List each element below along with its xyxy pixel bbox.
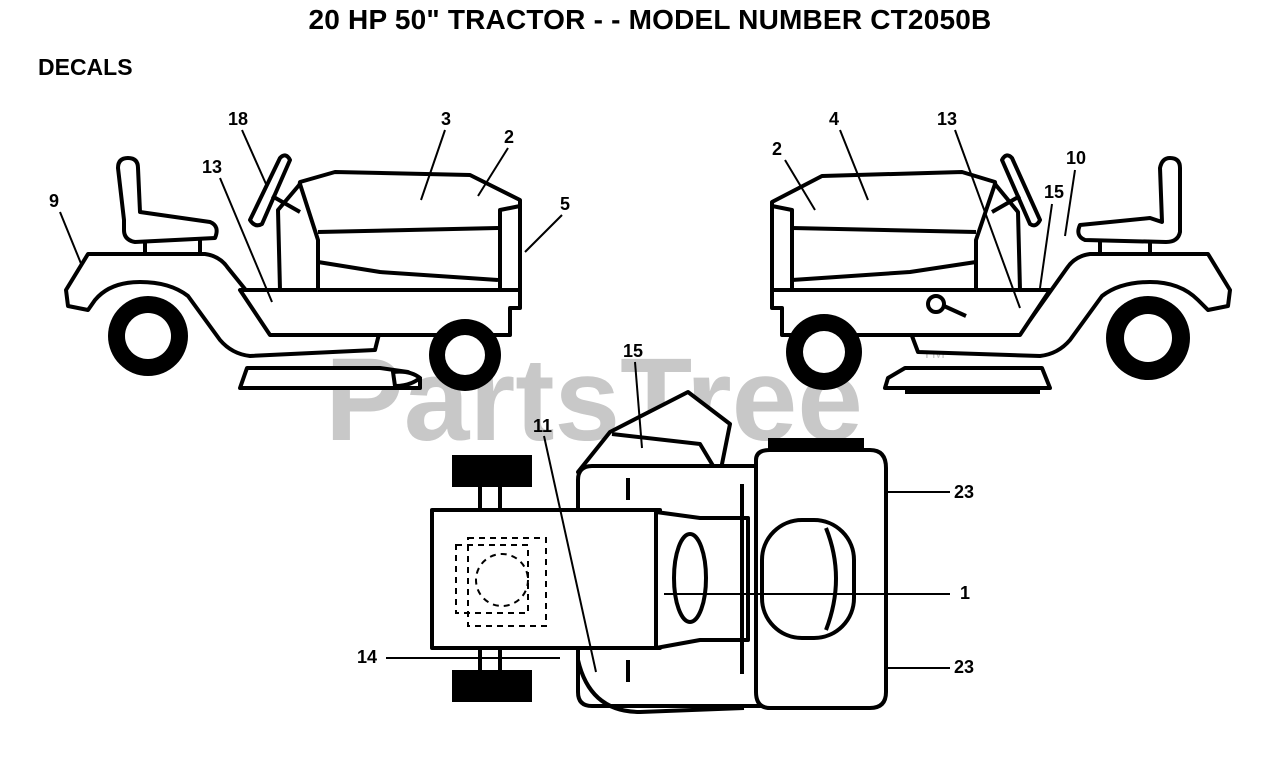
callout-right-4: 4 (829, 109, 839, 129)
right-view-leaders (784, 129, 1076, 309)
callout-top-23b: 23 (954, 657, 974, 677)
callout-right-15: 15 (1044, 182, 1064, 202)
top-view-leaders (386, 361, 950, 673)
callout-top-15: 15 (623, 341, 643, 361)
callout-left-9: 9 (49, 191, 59, 211)
callout-top-11: 11 (533, 416, 552, 436)
callout-right-10: 10 (1066, 148, 1086, 168)
tractor-left-side-view (64, 153, 522, 391)
tractor-top-view (430, 390, 888, 714)
callout-left-5: 5 (560, 194, 570, 214)
callout-left-13: 13 (202, 157, 222, 177)
callout-left-2: 2 (504, 127, 514, 147)
callout-right-2: 2 (772, 139, 782, 159)
callout-top-14: 14 (357, 647, 377, 667)
callout-top-1: 1 (960, 583, 970, 603)
callout-labels: 18 3 2 13 9 5 4 13 2 10 15 15 11 23 1 14… (49, 109, 1086, 677)
callout-left-18: 18 (228, 109, 248, 129)
callout-top-23a: 23 (954, 482, 974, 502)
callout-right-13: 13 (937, 109, 957, 129)
callout-left-3: 3 (441, 109, 451, 129)
section-heading: DECALS (38, 54, 133, 80)
page-title: 20 HP 50" TRACTOR - - MODEL NUMBER CT205… (308, 4, 992, 35)
left-view-leaders (59, 129, 563, 303)
tractor-right-side-view (770, 153, 1232, 394)
